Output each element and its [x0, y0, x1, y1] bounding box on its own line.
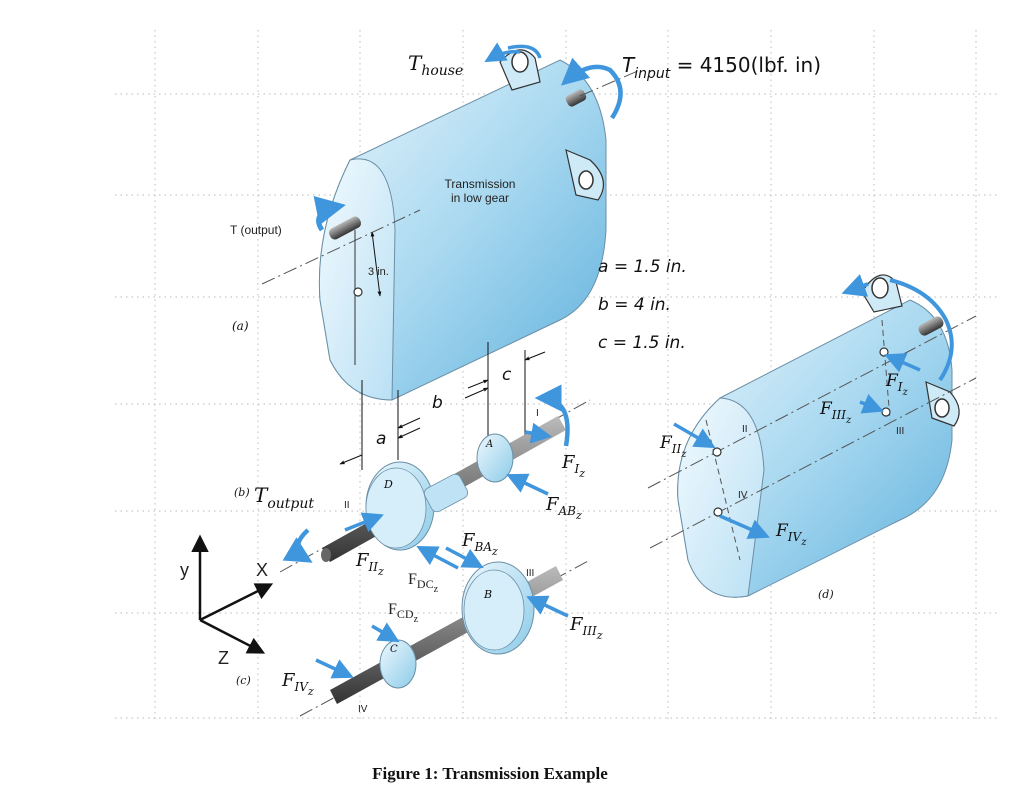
- f-ii-label-d: FIIz: [659, 433, 687, 460]
- gear-a: [476, 433, 514, 483]
- f-ii-arrow: [344, 512, 384, 532]
- dim-b-label: b: [432, 393, 443, 413]
- t-house-arrow: [484, 42, 521, 63]
- t-input-arrow: [560, 57, 623, 120]
- housing-label-line1: Transmission: [445, 177, 516, 191]
- dim-b-eq: b = 4 in.: [598, 295, 671, 315]
- axis-z-label: Z: [218, 648, 229, 668]
- panel-bc-shafts: a b c: [234, 342, 603, 717]
- f-iv-arrow-d: [719, 514, 770, 539]
- dim-a-label: a: [376, 429, 386, 449]
- shaft-roman-3: III: [526, 568, 534, 579]
- f-cd-arrow: [371, 622, 400, 643]
- figure-caption: Figure 1: Transmission Example: [372, 764, 608, 783]
- f-ii-arrow-d: [673, 422, 716, 449]
- gear-a-label: A: [485, 439, 493, 450]
- f-i-arrow-d: [884, 353, 921, 373]
- f-iii-label-d: FIIIz: [819, 399, 852, 426]
- f-i-arrow: [524, 422, 553, 444]
- panel-label-a: (a): [232, 319, 249, 333]
- housing-label-line2: in low gear: [451, 191, 509, 205]
- axis-y-label: y: [180, 560, 189, 580]
- roman-3-d: III: [896, 426, 904, 437]
- f-ab-arrow: [506, 473, 549, 496]
- roman-4-d: IV: [738, 490, 748, 501]
- f-dc-arrow: [416, 546, 459, 570]
- f-iv-label: FIVz: [281, 670, 314, 698]
- panel-label-d: (d): [818, 588, 834, 601]
- axis-triad: y X Z: [180, 534, 274, 668]
- f-iii-arrow: [526, 595, 569, 618]
- panel-a-housing: Transmission in low gear T (output) 3 in…: [230, 42, 821, 401]
- shaft-roman-4: IV: [358, 704, 368, 715]
- dim-a-eq: a = 1.5 in.: [598, 257, 687, 277]
- f-iii-arrow-d: [859, 394, 884, 414]
- shaft-roman-2: II: [344, 500, 350, 511]
- gear-d-label: D: [383, 478, 393, 491]
- f-iv-arrow: [315, 658, 354, 679]
- axis-x-label: X: [256, 560, 268, 580]
- panel-label-b: (b): [234, 486, 250, 499]
- mounting-lug-right: [565, 149, 605, 201]
- f-ii-label: FIIz: [355, 550, 384, 578]
- t-house-arrow-d: [889, 278, 954, 382]
- t-output-label: T (output): [230, 223, 282, 237]
- t-output-shaft-label: Toutput: [254, 483, 314, 512]
- roman-2-d: II: [742, 424, 748, 435]
- f-i-label: FIz: [561, 452, 585, 480]
- f-i-label-d: FIz: [885, 371, 909, 398]
- panel-d-housing: II IV III (d) FIIz FIIIz FIz FIVz: [647, 274, 977, 601]
- input-shaft: [565, 89, 587, 107]
- output-shaft: [328, 216, 362, 240]
- mounting-lug-top: [499, 49, 541, 91]
- offset-label: 3 in.: [368, 266, 389, 278]
- f-iii-label: FIIIz: [569, 614, 603, 642]
- t-house-label: Thouse: [408, 51, 463, 79]
- t-input-label: Tinput = 4150(lbf. in): [622, 53, 821, 82]
- f-ba-label: FBAz: [461, 530, 498, 558]
- gear-b: [461, 561, 535, 655]
- f-ab-label: FABz: [545, 494, 582, 522]
- gear-d: [365, 461, 435, 551]
- gear-b-label: B: [483, 588, 492, 601]
- gear-c-label: C: [390, 644, 398, 655]
- dim-c-label: c: [502, 365, 512, 385]
- t-input-arrow-shaft: [534, 384, 570, 447]
- dim-c-eq: c = 1.5 in.: [598, 333, 686, 353]
- dimension-equations: a = 1.5 in. b = 4 in. c = 1.5 in.: [598, 257, 687, 353]
- panel-label-c: (c): [236, 674, 251, 687]
- t-output-arrow: [282, 528, 313, 563]
- mounting-lug-d-right: [925, 381, 960, 427]
- f-iv-label-d: FIVz: [775, 521, 807, 548]
- f-cd-label: FCDz: [388, 601, 419, 625]
- f-ba-arrow: [445, 546, 484, 568]
- f-dc-label: FDCz: [408, 571, 439, 595]
- gear-c: [379, 639, 417, 689]
- shaft-roman-1: I: [536, 408, 539, 419]
